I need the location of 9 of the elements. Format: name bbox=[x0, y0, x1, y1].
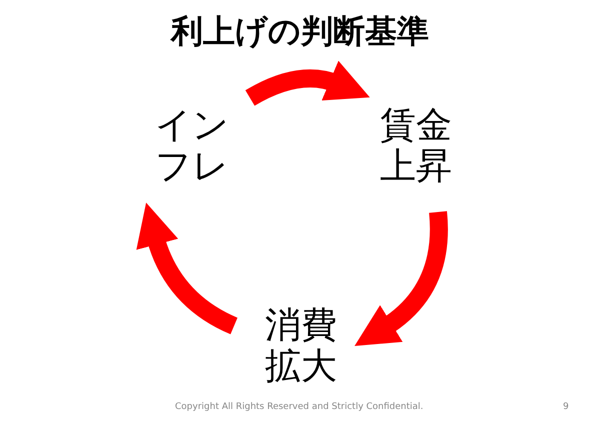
curved-arrow bbox=[355, 211, 448, 348]
cycle-step-label: 消費拡大 bbox=[265, 305, 341, 388]
cycle-step-label: 賃金上昇 bbox=[380, 105, 456, 188]
curved-arrow bbox=[246, 60, 370, 106]
cycle-step-label: インフレ bbox=[155, 105, 231, 188]
page-number: 9 bbox=[563, 402, 569, 412]
copyright-notice: Copyright All Rights Reserved and Strictly Confidential. bbox=[175, 402, 424, 412]
title: 利上げの判断基準 bbox=[169, 11, 430, 52]
curved-arrow bbox=[136, 202, 238, 334]
